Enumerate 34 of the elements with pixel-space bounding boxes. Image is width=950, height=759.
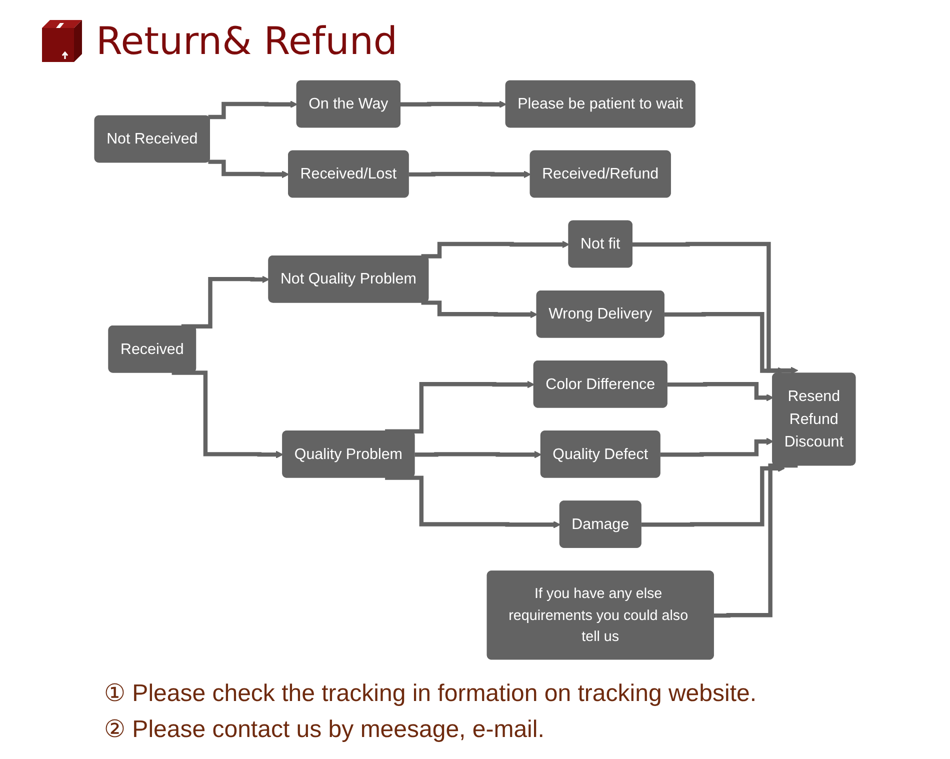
process-box: Received/Lost (288, 150, 409, 198)
process-box: On the Way (296, 80, 400, 128)
process-box: Quality Problem (282, 430, 415, 478)
arrow (667, 382, 774, 402)
process-box: Resend Refund Discount (772, 372, 856, 466)
process-box: Not fit (568, 220, 632, 268)
arrow (641, 464, 786, 527)
speech-bubble: If you have any else requirements you could also tell us (486, 570, 714, 660)
arrow (408, 170, 532, 178)
process-box: Please be patient to wait (505, 80, 696, 128)
process-box: Not Quality Problem (268, 255, 429, 303)
arrow (421, 240, 570, 258)
process-box: Received (108, 325, 196, 373)
arrow (181, 276, 270, 328)
arrow (385, 380, 535, 434)
process-box: Wrong Delivery (536, 290, 664, 338)
arrow (632, 242, 798, 374)
process-box: Received/Refund (530, 150, 671, 198)
title: Return& Refund (96, 19, 398, 63)
arrow (208, 160, 290, 178)
process-box: Color Difference (533, 360, 668, 408)
instruction-text: ② Please contact us by meesage, e-mail. (104, 715, 544, 745)
process-box: Damage (559, 500, 642, 548)
process-box: Quality Defect (540, 430, 660, 478)
instruction-text: ① Please check the tracking in formation on tracking website. (104, 679, 756, 709)
connector-line (714, 463, 798, 618)
arrow (400, 100, 507, 108)
arrow (414, 450, 542, 458)
process-box: Not Received (94, 115, 210, 163)
arrow (660, 438, 774, 457)
arrow (208, 100, 298, 120)
arrow (421, 300, 538, 318)
arrow (385, 476, 561, 528)
arrow (172, 370, 284, 458)
